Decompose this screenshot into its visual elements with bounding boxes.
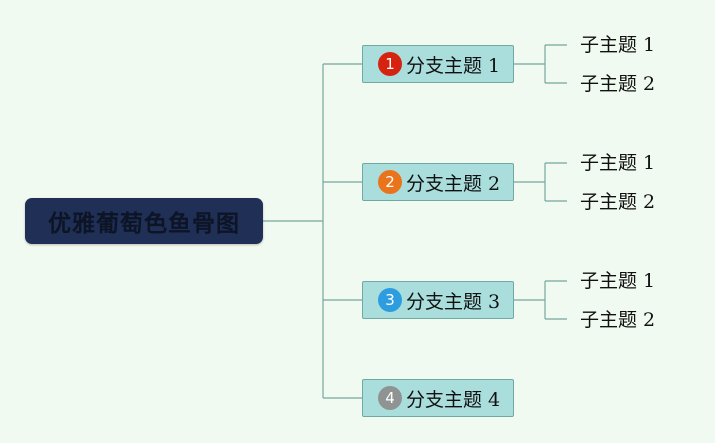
subtopic-2-1[interactable]: 子主题 1 xyxy=(580,152,656,174)
branch-topic-4-label: 分支主题 4 xyxy=(406,388,501,411)
subtopic-3-1[interactable]: 子主题 1 xyxy=(580,270,656,292)
sub-connectors-3 xyxy=(514,280,567,320)
subtopic-2-2[interactable]: 子主题 2 xyxy=(580,191,656,213)
branch-topic-3[interactable]: 3 分支主题 3 xyxy=(362,281,514,319)
branch-topic-1-label: 分支主题 1 xyxy=(406,54,501,77)
sub-connectors-2 xyxy=(514,162,567,202)
priority-1-icon: 1 xyxy=(378,52,402,76)
sub-connectors-1 xyxy=(514,44,567,84)
priority-3-icon: 3 xyxy=(378,288,402,312)
branch-topic-4[interactable]: 4 分支主题 4 xyxy=(362,379,514,417)
subtopic-1-1[interactable]: 子主题 1 xyxy=(580,34,656,56)
central-topic[interactable]: 优雅葡萄色鱼骨图 xyxy=(25,198,263,244)
central-topic-label: 优雅葡萄色鱼骨图 xyxy=(48,211,240,237)
subtopic-3-2[interactable]: 子主题 2 xyxy=(580,309,656,331)
subtopic-1-2[interactable]: 子主题 2 xyxy=(580,73,656,95)
branch-topic-3-label: 分支主题 3 xyxy=(406,290,501,313)
priority-4-icon: 4 xyxy=(378,386,402,410)
branch-topic-1[interactable]: 1 分支主题 1 xyxy=(362,45,514,83)
priority-2-icon: 2 xyxy=(378,170,402,194)
branch-topic-2-label: 分支主题 2 xyxy=(406,172,501,195)
branch-topic-2[interactable]: 2 分支主题 2 xyxy=(362,163,514,201)
